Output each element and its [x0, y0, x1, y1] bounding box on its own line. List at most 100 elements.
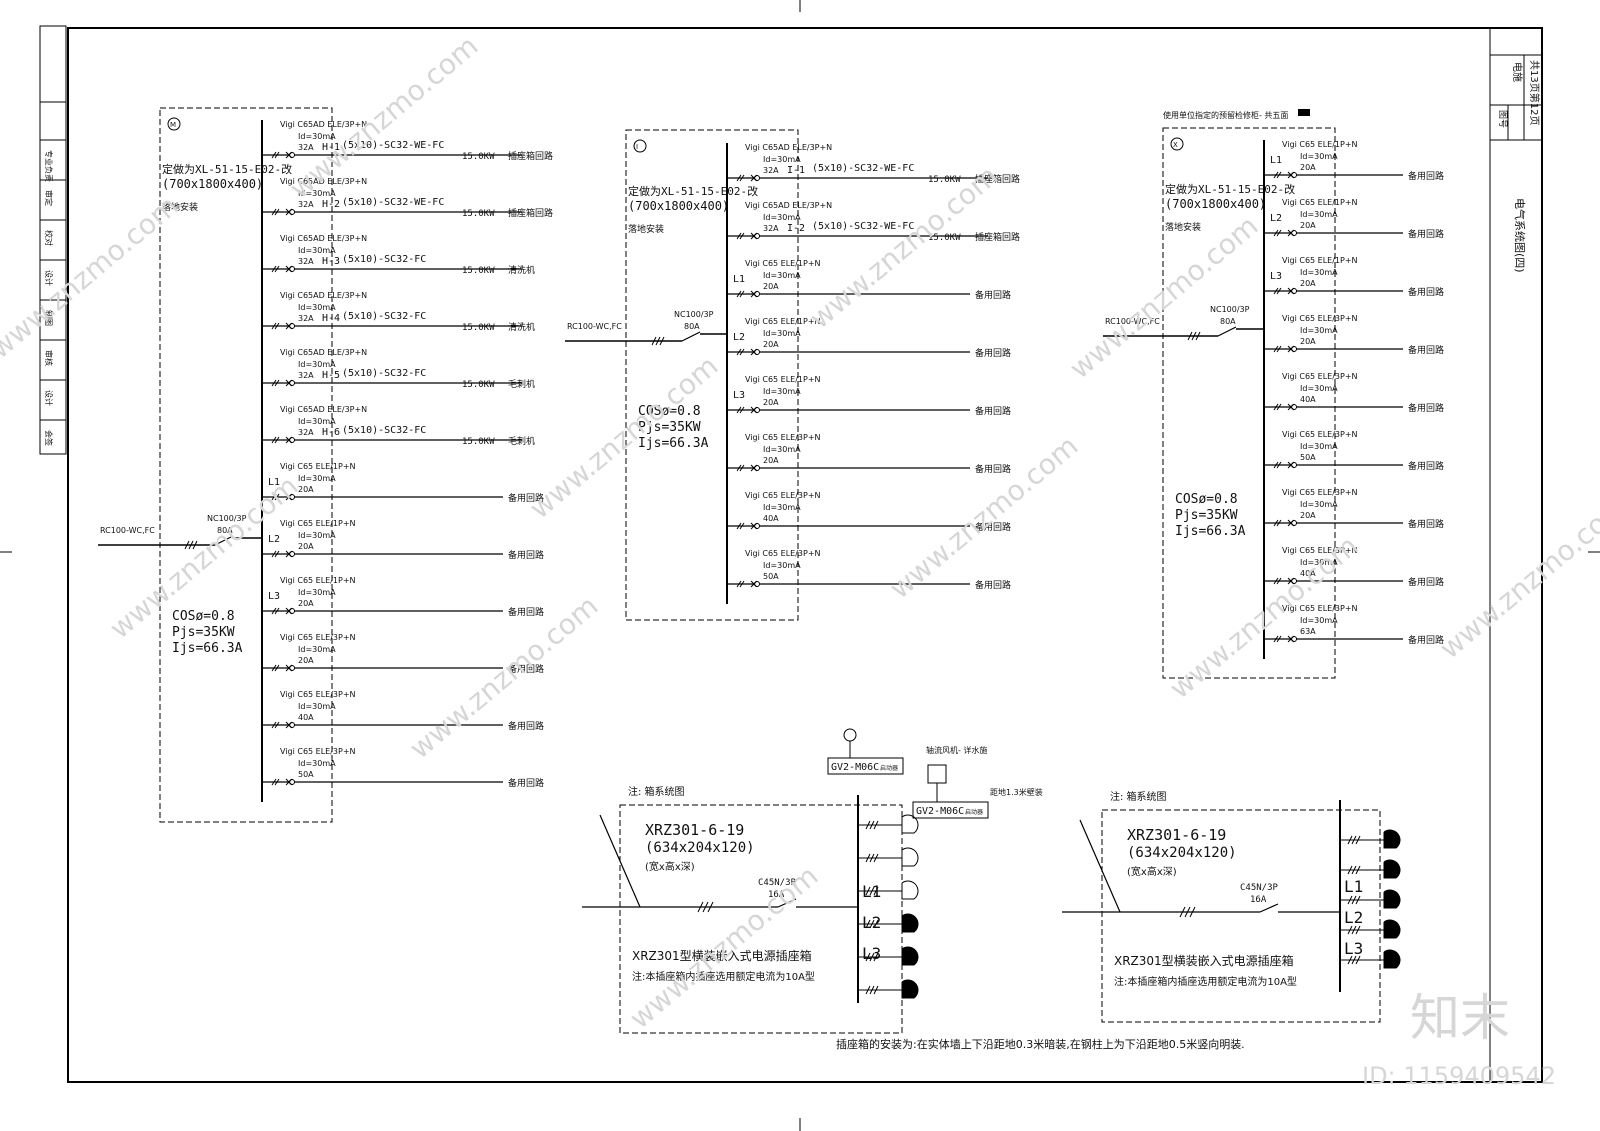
circuit-usage: 毛刺机: [508, 435, 535, 447]
phase-tick: [739, 348, 745, 356]
circuit-leakage: Id=30mA: [763, 213, 801, 222]
circuit-breaker-model: Vigi C65 ELE/3P+N: [1282, 488, 1358, 497]
socket-breaker-model: C45N/3P: [758, 878, 797, 888]
phase-tick: [1351, 955, 1357, 965]
main-switch-blade: [214, 535, 234, 546]
socket-breaker-rating: 16A: [1250, 895, 1267, 905]
phase-tick: [274, 550, 280, 558]
circuit-leakage: Id=30mA: [763, 271, 801, 280]
circuit-breaker-model: Vigi C65 ELE/1P+N: [745, 259, 821, 268]
phase-tick: [873, 853, 879, 863]
socket-outlet-icon: [901, 979, 919, 999]
panel-tag-circle: [167, 117, 181, 131]
circuit-usage: 备用回路: [975, 521, 1011, 533]
phase-tick: [865, 886, 871, 896]
circuit-usage: 备用回路: [1408, 634, 1444, 646]
circuit-breaker-model: Vigi C65AD ELE/3P+N: [745, 201, 832, 210]
panel-calc: Pjs=35KW: [638, 420, 701, 435]
circuit-leakage: Id=30mA: [298, 360, 336, 369]
phase-tick: [1347, 925, 1353, 935]
phase-tick: [873, 985, 879, 995]
phase-tick: [1273, 461, 1279, 469]
phase-tick: [739, 580, 745, 588]
phase-tick: [1347, 955, 1353, 965]
circuit-power: 15.0KW: [462, 152, 495, 162]
phase-tick: [873, 886, 879, 896]
phase-tick: [1273, 577, 1279, 585]
circuit-usage: 备用回路: [975, 579, 1011, 591]
phase-tick: [1355, 835, 1361, 845]
circuit-breaker-model: Vigi C65 ELE/3P+N: [745, 433, 821, 442]
phase-tick: [873, 952, 879, 962]
breaker-cross: [1287, 519, 1295, 527]
circuit-cable: (5x10)-SC32-FC: [342, 368, 426, 379]
phase-tick: [1273, 229, 1279, 237]
socket-phase-label: L1: [1344, 877, 1363, 896]
circuit-rating: 32A: [298, 428, 314, 437]
phase-tick: [271, 550, 277, 558]
circuit-leakage: Id=30mA: [298, 588, 336, 597]
phase-tick: [1276, 519, 1282, 527]
socket-outlet-icon: [901, 946, 919, 966]
circuit-breaker-model: Vigi C65 ELE/1P+N: [1282, 198, 1358, 207]
phase-tick: [271, 493, 277, 501]
panel-top-note: 使用单位指定的预留检修柜- 共五面: [1163, 110, 1288, 120]
main-breaker-model: NC100/3P: [207, 514, 247, 523]
strip-cell-label: 设计: [44, 270, 54, 286]
drawing-title: 电气系统图(四): [1513, 198, 1527, 273]
circuit-leakage: Id=30mA: [298, 645, 336, 654]
socket-outlet-icon: [901, 814, 919, 834]
circuit-breaker-model: Vigi C65 ELE/1P+N: [1282, 256, 1358, 265]
socket-box-heading: 注: 箱系统图: [628, 785, 685, 798]
phase-tick: [274, 265, 280, 273]
panel-calc: COSø=0.8: [1175, 492, 1238, 507]
phase-tick: [1276, 171, 1282, 179]
phase-tick: [271, 778, 277, 786]
mount-note: 距地1.3米壁装: [990, 787, 1043, 797]
phase-tick: [736, 232, 742, 240]
phase-tick: [873, 919, 879, 929]
circuit-leakage: Id=30mA: [1300, 500, 1338, 509]
socket-box-boundary: [1101, 809, 1381, 1023]
watermark-site: www.znzmo.com: [1433, 489, 1600, 665]
panel-box-size: (700x1800x400): [1165, 197, 1266, 211]
panel-tag-circle: [633, 139, 647, 153]
circuit-phase: L1: [268, 477, 280, 488]
circuit-breaker-model: Vigi C65 ELE/3P+N: [280, 747, 356, 756]
circuit-breaker-model: Vigi C65 ELE/1P+N: [745, 317, 821, 326]
phase-tick: [739, 406, 745, 414]
footer-note: 插座箱的安装为:在实体墙上下沿距地0.3米暗装,在钢柱上为下沿距地0.5米竖向明…: [836, 1037, 1245, 1051]
phase-tick: [869, 886, 875, 896]
circuit-leakage: Id=30mA: [763, 387, 801, 396]
circuit-usage: 备用回路: [1408, 576, 1444, 588]
circuit-rating: 32A: [298, 371, 314, 380]
phase-tick: [869, 853, 875, 863]
panel-mount: 落地安装: [628, 223, 664, 235]
circuit-rating: 50A: [1300, 453, 1316, 462]
phase-tick: [1355, 955, 1361, 965]
circuit-power: 15.0KW: [928, 175, 961, 185]
watermark: 知末 ID: 1159409542: [1362, 989, 1556, 1090]
main-breaker-model: NC100/3P: [674, 310, 714, 319]
watermark-logo: 知末: [1410, 989, 1510, 1047]
circuit-phase: L2: [733, 332, 745, 343]
breaker-cross: [750, 232, 758, 240]
socket-box-note: 注:本插座箱内插座选用额定电流为10A型: [632, 970, 815, 983]
incoming-cable: RC100-WC,FC: [1105, 317, 1160, 326]
circuit-leakage: Id=30mA: [1300, 268, 1338, 277]
phase-tick: [865, 853, 871, 863]
phase-tick: [1276, 403, 1282, 411]
breaker-cross: [1287, 287, 1295, 295]
panel-tag: X: [1173, 141, 1178, 149]
strip-cell-label: 审核: [44, 350, 54, 366]
circuit-cable: (5x10)-SC32-WE-FC: [812, 163, 914, 174]
circuit-rating: 20A: [298, 656, 314, 665]
strip-cell-label: 审定: [44, 190, 54, 206]
